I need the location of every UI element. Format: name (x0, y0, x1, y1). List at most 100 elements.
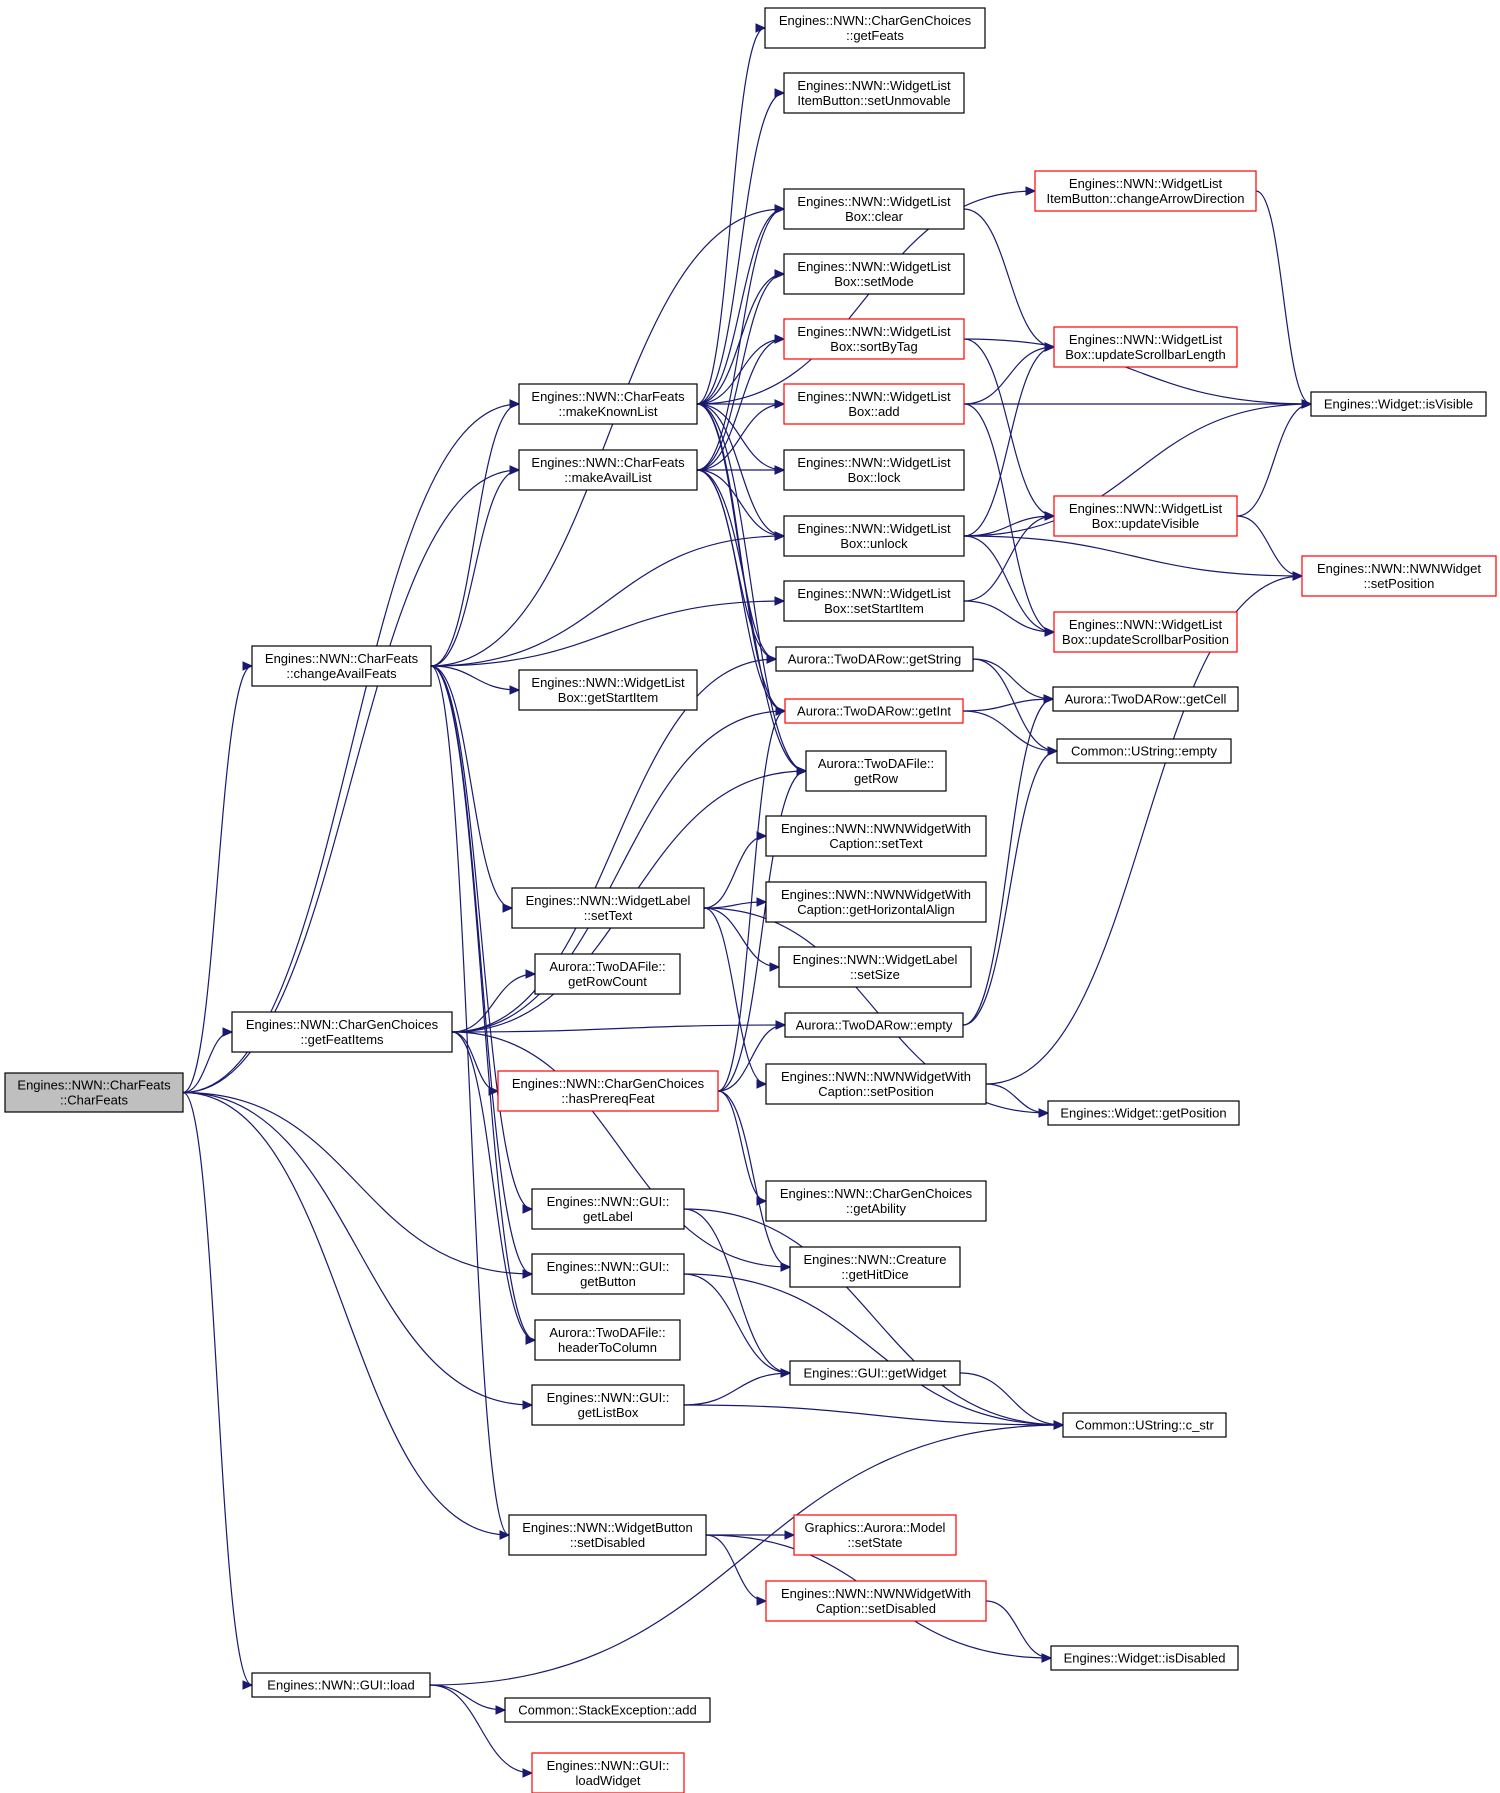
call-edge-wlbSetStartItem-to-wlbUpdScrollPos (963, 600, 1056, 637)
function-node-guiGetListBox[interactable]: Engines::NWN::GUI::getListBox (531, 1384, 685, 1426)
call-edge-wlSetText-to-nwcGetHAlign (703, 897, 768, 909)
function-node-getRowCount[interactable]: Aurora::TwoDAFile::getRowCount (534, 953, 681, 995)
function-node-loadWidget[interactable]: Engines::NWN::GUI::loadWidget (531, 1752, 685, 1793)
function-node-wlbUpdScrollLen[interactable]: Engines::NWN::WidgetListBox::updateScrol… (1053, 326, 1238, 368)
function-node-widgetGetPosition[interactable]: Engines::Widget::getPosition (1047, 1100, 1240, 1126)
function-node-box (1310, 391, 1487, 417)
function-node-guiLoad[interactable]: Engines::NWN::GUI::load (251, 1672, 431, 1698)
call-edge-makeKnownList-to-tdrGetInt (696, 403, 787, 716)
function-node-getFeatItems[interactable]: Engines::NWN::CharGenChoices::getFeatIte… (231, 1011, 453, 1053)
function-node-ustrEmpty[interactable]: Common::UString::empty (1056, 738, 1232, 764)
function-node-nwcSetPosition[interactable]: Engines::NWN::NWNWidgetWithCaption::setP… (765, 1063, 987, 1105)
function-node-label: Box::setStartItem (824, 601, 924, 616)
function-node-label: Aurora::TwoDAFile:: (549, 1325, 665, 1340)
function-node-wlbUpdScrollPos[interactable]: Engines::NWN::WidgetListBox::updateScrol… (1053, 611, 1238, 653)
function-node-box (783, 253, 965, 295)
function-node-guiGetLabel[interactable]: Engines::NWN::GUI::getLabel (531, 1188, 685, 1230)
function-node-label: Engines::NWN::WidgetList (797, 521, 951, 536)
function-node-box (531, 1253, 685, 1295)
function-node-label: Box::lock (848, 470, 901, 485)
function-node-wlbSetStartItem[interactable]: Engines::NWN::WidgetListBox::setStartIte… (783, 580, 965, 622)
function-node-label: Engines::NWN::WidgetList (1069, 332, 1223, 347)
function-node-label: Engines::Widget::isVisible (1324, 397, 1473, 412)
function-node-box (531, 1188, 685, 1230)
call-edge-nwcSetDisabled-to-widgetIsDisabled (985, 1600, 1053, 1663)
call-edge-changeAvailFeats-to-wlSetText (430, 665, 514, 913)
call-edge-tdrGetString-to-tdrGetCell (972, 658, 1055, 704)
call-edge-wlbClear-to-wlbUpdScrollLen (963, 208, 1056, 352)
function-node-wlibSetUnmovable[interactable]: Engines::NWN::WidgetListItemButton::setU… (783, 72, 965, 114)
function-node-modelSetState[interactable]: Graphics::Aurora::Model::setState (793, 1514, 957, 1556)
function-node-nwcSetDisabled[interactable]: Engines::NWN::NWNWidgetWithCaption::setD… (765, 1580, 987, 1622)
function-node-label: Engines::NWN::CharFeats (531, 389, 685, 404)
function-node-label: Engines::NWN::CharFeats (531, 455, 685, 470)
function-node-wlSetSize[interactable]: Engines::NWN::WidgetLabel::setSize (778, 946, 972, 988)
function-node-label: Aurora::TwoDARow::getString (788, 652, 961, 667)
call-edge-hasPrereqFeat-to-cgcGetAbility (717, 1090, 768, 1206)
function-node-cgcGetAbility[interactable]: Engines::NWN::CharGenChoices::getAbility (765, 1180, 987, 1222)
function-node-stackExcAdd[interactable]: Common::StackException::add (504, 1697, 711, 1723)
function-node-tdrGetString[interactable]: Aurora::TwoDARow::getString (775, 646, 974, 672)
function-node-nwcSetText[interactable]: Engines::NWN::NWNWidgetWithCaption::setT… (765, 815, 987, 857)
function-node-label: Box::setMode (834, 274, 914, 289)
call-edge-tdrGetString-to-ustrEmpty (972, 658, 1059, 756)
function-node-label: ::makeKnownList (559, 404, 658, 419)
function-node-label: Engines::NWN::CharGenChoices (779, 13, 972, 28)
function-node-box (784, 698, 964, 724)
function-node-ustrCStr[interactable]: Common::UString::c_str (1062, 1412, 1227, 1438)
function-node-box (231, 1011, 453, 1053)
function-node-makeAvailList[interactable]: Engines::NWN::CharFeats::makeAvailList (518, 449, 698, 491)
function-node-wlbGetStartItem[interactable]: Engines::NWN::WidgetListBox::getStartIte… (518, 669, 698, 711)
function-node-guiGetWidget[interactable]: Engines::GUI::getWidget (789, 1360, 961, 1386)
function-node-label: ItemButton::changeArrowDirection (1047, 191, 1245, 206)
call-edge-root-to-changeAvailFeats (182, 661, 254, 1094)
function-node-changeAvailFeats[interactable]: Engines::NWN::CharFeats::changeAvailFeat… (251, 645, 432, 687)
call-edge-changeAvailFeats-to-wbSetDisabled (430, 665, 511, 1540)
function-node-widgetIsDisabled[interactable]: Engines::Widget::isDisabled (1050, 1645, 1239, 1671)
function-node-label: Engines::Widget::isDisabled (1064, 1651, 1226, 1666)
function-node-headerToColumn[interactable]: Aurora::TwoDAFile::headerToColumn (534, 1319, 681, 1361)
function-node-makeKnownList[interactable]: Engines::NWN::CharFeats::makeKnownList (518, 383, 698, 425)
function-node-label: Caption::setPosition (818, 1084, 934, 1099)
call-edge-wbSetDisabled-to-nwcSetDisabled (705, 1534, 768, 1606)
function-node-wlSetText[interactable]: Engines::NWN::WidgetLabel::setText (511, 887, 705, 929)
call-edge-makeAvailList-to-wlbLock (697, 465, 786, 475)
function-node-label: ::setSize (850, 967, 900, 982)
function-node-label: ::getHitDice (841, 1267, 908, 1282)
function-node-root[interactable]: Engines::NWN::CharFeats::CharFeats (4, 1072, 184, 1113)
function-node-nwnwSetPosition[interactable]: Engines::NWN::NWNWidget::setPosition (1301, 555, 1497, 597)
function-node-box (783, 318, 965, 360)
function-node-tdfGetRow[interactable]: Aurora::TwoDAFile::getRow (805, 750, 947, 792)
call-edge-getFeatItems-to-tdrGetString (451, 654, 778, 1033)
function-node-label: Engines::NWN::WidgetList (797, 324, 951, 339)
function-node-label: Box::getStartItem (558, 690, 658, 705)
function-node-box (775, 646, 974, 672)
function-node-tdrEmpty[interactable]: Aurora::TwoDARow::empty (784, 1012, 964, 1038)
call-edge-changeAvailFeats-to-wlbSetStartItem (430, 596, 786, 667)
function-node-label: Caption::setDisabled (816, 1601, 936, 1616)
function-node-wlbUpdVisible[interactable]: Engines::NWN::WidgetListBox::updateVisib… (1053, 495, 1238, 537)
call-edge-tdrEmpty-to-ustrEmpty (962, 746, 1059, 1026)
function-node-wlibChangeArrow[interactable]: Engines::NWN::WidgetListItemButton::chan… (1034, 170, 1257, 212)
function-node-wbSetDisabled[interactable]: Engines::NWN::WidgetButton::setDisabled (508, 1514, 707, 1556)
function-node-label: Graphics::Aurora::Model (805, 1520, 946, 1535)
function-node-cgcGetFeats[interactable]: Engines::NWN::CharGenChoices::getFeats (764, 7, 986, 49)
function-node-hasPrereqFeat[interactable]: Engines::NWN::CharGenChoices::hasPrereqF… (497, 1070, 719, 1112)
function-node-tdrGetInt[interactable]: Aurora::TwoDARow::getInt (784, 698, 964, 724)
function-node-nwcGetHAlign[interactable]: Engines::NWN::NWNWidgetWithCaption::getH… (765, 881, 987, 923)
function-node-creatureGetHitDice[interactable]: Engines::NWN::Creature::getHitDice (789, 1246, 961, 1288)
function-node-box (783, 515, 965, 557)
call-edge-wlbUpdVisible-to-nwnwSetPosition (1236, 515, 1304, 581)
call-edge-makeAvailList-to-wlbSetMode (696, 269, 786, 471)
function-node-label: Caption::setText (829, 836, 923, 851)
function-node-tdrGetCell[interactable]: Aurora::TwoDARow::getCell (1052, 686, 1239, 712)
function-node-widgetIsVisible[interactable]: Engines::Widget::isVisible (1310, 391, 1487, 417)
function-node-label: ::getFeatItems (300, 1032, 384, 1047)
function-node-guiGetButton[interactable]: Engines::NWN::GUI::getButton (531, 1253, 685, 1295)
